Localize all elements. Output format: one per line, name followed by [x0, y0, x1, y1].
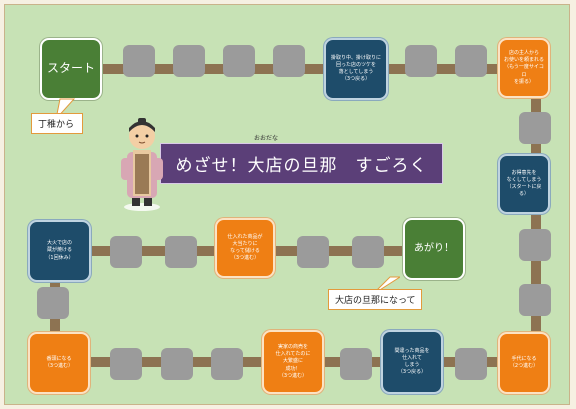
- board-square: [455, 45, 487, 77]
- board-square: [297, 236, 329, 268]
- goal-space: あがり！: [403, 218, 465, 280]
- card-text: （1回休み）: [45, 254, 74, 261]
- card-text: （3つ進む）: [44, 363, 74, 369]
- track-top: [96, 64, 526, 74]
- card-text: 仕入れて: [402, 354, 422, 361]
- board-square: [223, 45, 255, 77]
- board-square: [161, 348, 193, 380]
- card-text: 回った店のツケを: [335, 61, 376, 68]
- event-card-family-business: 実家の商売を 仕入れてたのに 大繁盛に 成功！ （3つ進む）: [262, 330, 324, 394]
- board-square: [173, 45, 205, 77]
- board-square: [110, 236, 142, 268]
- board-square: [352, 236, 384, 268]
- board-square: [37, 287, 69, 319]
- board-square: [519, 229, 551, 261]
- event-card-lost-customer: お得意先を なくしてしまう （スタートに戻る）: [498, 154, 550, 214]
- card-text: （スタートに戻る）: [506, 184, 542, 198]
- card-text: （2つ進む）: [509, 363, 539, 369]
- goal-label: あがり！: [414, 243, 454, 255]
- board-square: [211, 348, 243, 380]
- start-bubble: 丁稚から: [31, 113, 83, 134]
- card-text: お得意先を: [511, 169, 537, 176]
- board-square: [519, 112, 551, 144]
- card-text: 掛取り中、掛け取りに: [330, 54, 381, 61]
- event-card-wrong-product: 間違った商品を 仕入れて しまう （3つ戻る）: [381, 330, 443, 394]
- board-square: [405, 45, 437, 77]
- board-square: [273, 45, 305, 77]
- title-text: めざせ！大店の旦那 すごろく: [175, 156, 428, 176]
- card-text: （もう一度サイコロ: [504, 64, 544, 78]
- event-card-errand: 店の主人から お使いを頼まれる （もう一度サイコロ を振る）: [498, 38, 550, 98]
- card-text: 番頭になる: [46, 355, 72, 362]
- card-text: 大火で店の: [46, 240, 72, 247]
- title-ruby: おおだな: [254, 135, 279, 142]
- card-text: （3つ進む）: [278, 372, 308, 379]
- track-right: [531, 70, 541, 370]
- card-text: 大繁盛に: [282, 358, 303, 365]
- card-text: 間違った商品を: [394, 347, 430, 354]
- goal-bubble: 大店の旦那になって: [328, 289, 422, 310]
- game-title: めざせ！大店の旦那 すごろく: [160, 143, 443, 184]
- goal-bubble-text: 大店の旦那になって: [335, 296, 416, 306]
- board-square: [519, 284, 551, 316]
- card-text: （3つ戻る）: [341, 76, 371, 83]
- card-text: 仕入れてたのに: [275, 351, 311, 358]
- card-text: を振る）: [513, 78, 534, 85]
- event-card-head-clerk: 番頭になる （3つ進む）: [28, 332, 90, 394]
- board-square: [340, 348, 372, 380]
- card-text: 落としてしまう: [338, 69, 374, 75]
- card-text: お使いを頼まれる: [503, 57, 544, 64]
- card-text: （3つ戻る）: [397, 369, 427, 376]
- card-text: 実家の商売を: [277, 343, 308, 350]
- card-text: 大当たりに: [232, 240, 258, 247]
- start-bubble-text: 丁稚から: [38, 120, 75, 130]
- board-square: [455, 348, 487, 380]
- merchant-character-illustration: [121, 118, 163, 211]
- event-card-clerk-promotion: 手代になる （2つ進む）: [498, 332, 550, 394]
- card-text: 蔵が焼ける: [46, 247, 72, 254]
- card-text: 仕入れた商品が: [227, 233, 263, 240]
- start-space: スタート: [40, 38, 102, 100]
- card-text: 手代になる: [511, 355, 537, 362]
- card-text: （3つ進む）: [230, 255, 260, 262]
- card-text: なって儲ける: [230, 248, 260, 254]
- card-text: なくしてしまう: [506, 176, 542, 183]
- event-card-fire: 大火で店の 蔵が焼ける （1回休み）: [28, 220, 91, 282]
- card-text: 店の主人から: [508, 49, 539, 56]
- board-square: [110, 348, 142, 380]
- event-card-hit-product: 仕入れた商品が 大当たりに なって儲ける （3つ進む）: [215, 218, 275, 278]
- board-square: [123, 45, 155, 77]
- card-text: しまう: [404, 362, 420, 368]
- event-card-dropped-payment: 掛取り中、掛け取りに 回った店のツケを 落としてしまう （3つ戻る）: [324, 38, 388, 100]
- card-text: 成功！: [285, 365, 301, 372]
- start-label: スタート: [46, 61, 95, 76]
- board-square: [165, 236, 197, 268]
